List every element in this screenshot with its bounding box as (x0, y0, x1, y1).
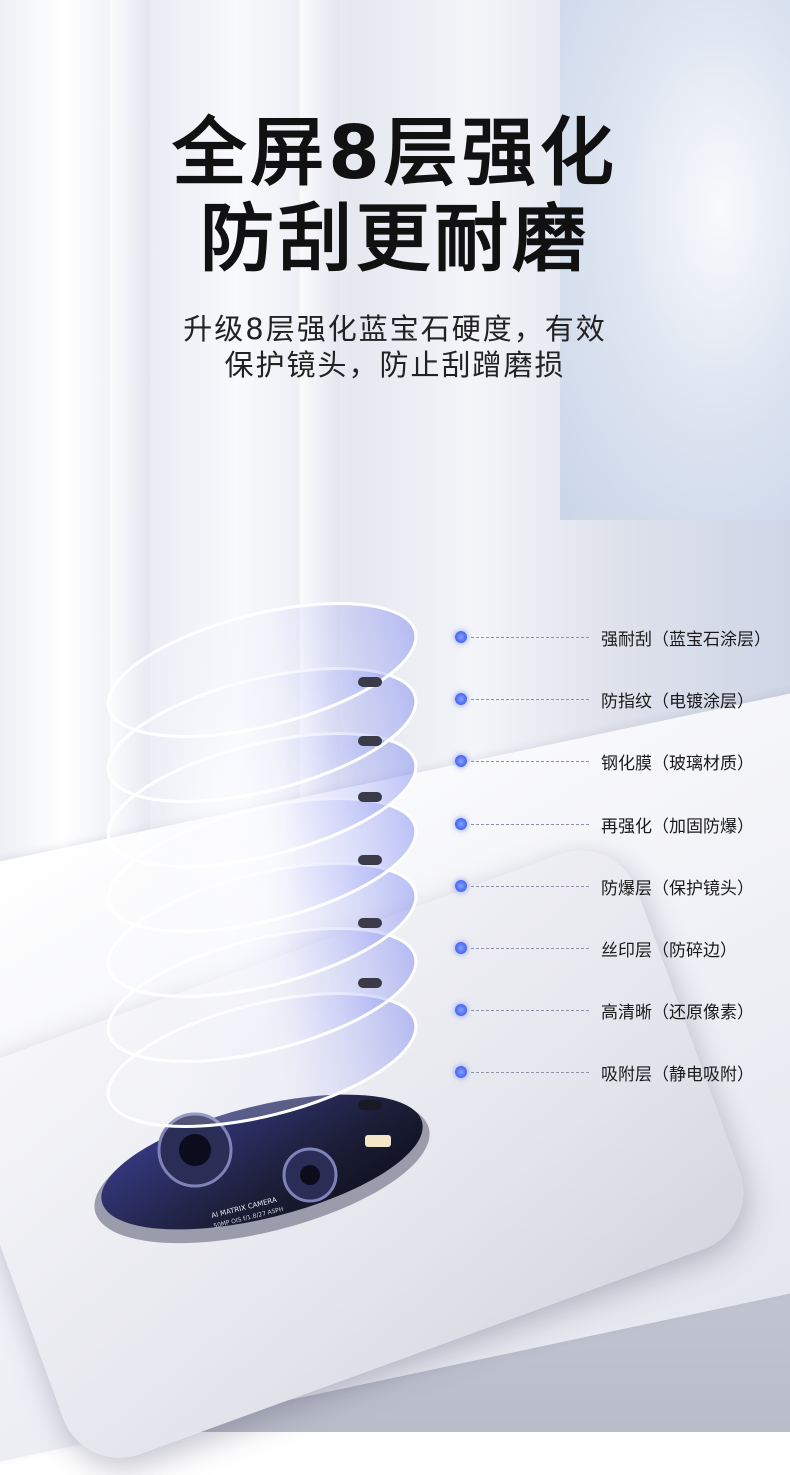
bullet-dot-icon (455, 818, 467, 830)
glass-layer-stack (106, 602, 418, 1128)
bullet-dot-icon (455, 693, 467, 705)
bullet-dot-icon (455, 1004, 467, 1016)
layer-label: 防爆层（保护镜头） (601, 878, 754, 899)
layer-callout: 再强化（加固防爆） (455, 809, 790, 839)
lens-protector-illustration: AI MATRIX CAMERA 50MP OIS f/1.8/27 ASPH (94, 602, 430, 1244)
bullet-dot-icon (455, 631, 467, 643)
headline-line2: 防刮更耐磨 (200, 196, 590, 282)
subtitle-line2: 保护镜头，防止刮蹭磨损 (224, 348, 566, 382)
leader-line (471, 1009, 589, 1011)
subtitle-line1: 升级8层强化蓝宝石硬度，有效 (183, 312, 607, 346)
layer-callout: 高清晰（还原像素） (455, 995, 790, 1025)
layer-callout: 防指纹（电镀涂层） (455, 684, 790, 714)
leader-line (471, 823, 589, 825)
leader-line (471, 698, 589, 700)
layer-label: 丝印层（防碎边） (601, 940, 737, 961)
bullet-dot-icon (455, 942, 467, 954)
leader-line (471, 636, 589, 638)
window-light (560, 0, 790, 520)
layer-callout: 防爆层（保护镜头） (455, 871, 790, 901)
layer-label: 高清晰（还原像素） (601, 1002, 754, 1023)
leader-line (471, 885, 589, 887)
camera-module (94, 1094, 430, 1244)
leader-line (471, 947, 589, 949)
layer-label: 防指纹（电镀涂层） (601, 691, 754, 712)
layer-label: 再强化（加固防爆） (601, 816, 754, 837)
layer-label: 吸附层（静电吸附） (601, 1064, 754, 1085)
headline-line1: 全屏8层强化 (172, 110, 618, 196)
layer-callout: 钢化膜（玻璃材质） (455, 746, 790, 776)
layer-callout: 吸附层（静电吸附） (455, 1057, 790, 1087)
flash-icon (365, 1135, 391, 1147)
bullet-dot-icon (455, 755, 467, 767)
leader-line (471, 1071, 589, 1073)
layer-callout: 丝印层（防碎边） (455, 933, 790, 963)
layer-callout: 强耐刮（蓝宝石涂层） (455, 622, 790, 652)
leader-line (471, 760, 589, 762)
bullet-dot-icon (455, 1066, 467, 1078)
layer-label: 强耐刮（蓝宝石涂层） (601, 629, 771, 650)
bullet-dot-icon (455, 880, 467, 892)
layer-label: 钢化膜（玻璃材质） (601, 753, 754, 774)
